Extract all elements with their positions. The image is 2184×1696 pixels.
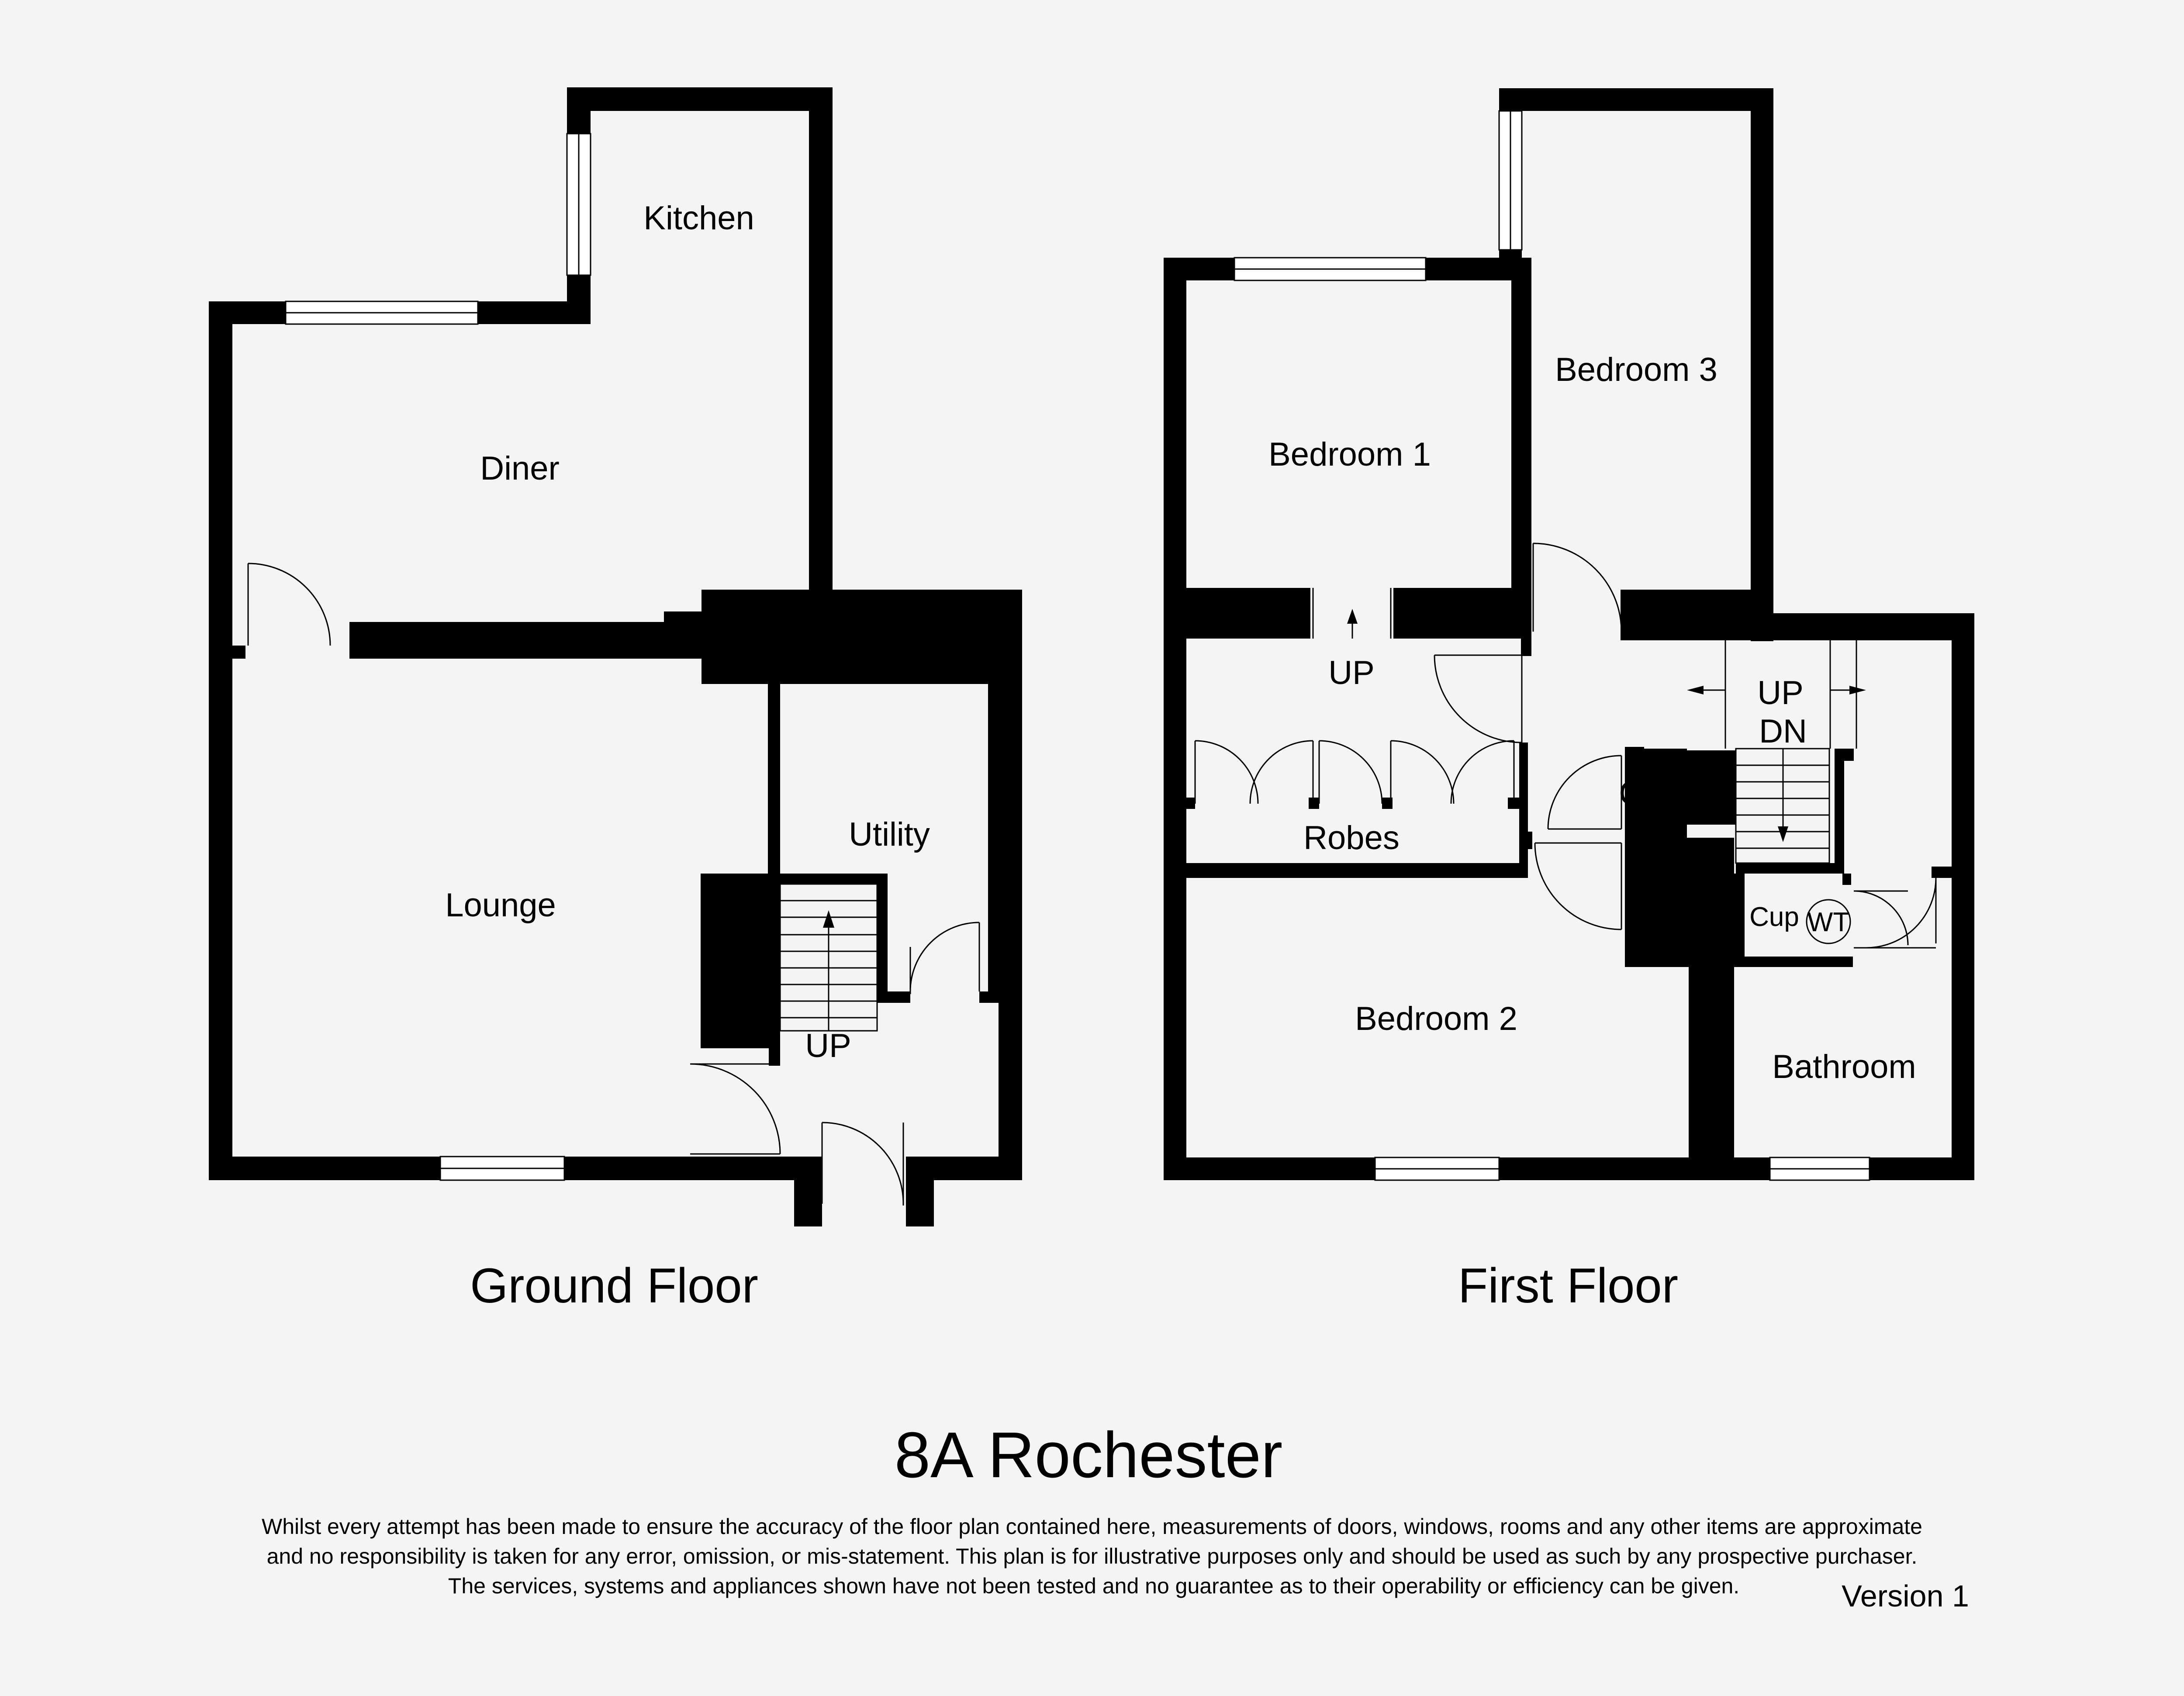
bedroom1-label: Bedroom 1 [1268, 436, 1431, 473]
wc-label: WT [1807, 907, 1849, 937]
property-name: 8A Rochester [895, 1419, 1283, 1491]
ground-floor-walls [209, 87, 1022, 1226]
bathroom-label: Bathroom [1772, 1048, 1916, 1085]
lounge-label: Lounge [445, 887, 556, 924]
ground-floor-title: Ground Floor [470, 1258, 758, 1313]
ground-floor-stairs [779, 883, 878, 1032]
disclaimer-line-3: The services, systems and appliances sho… [448, 1574, 1739, 1598]
landing-cupboard-label: Cup [1619, 775, 1679, 812]
version-label: Version 1 [1842, 1579, 1969, 1613]
first-floor-stairs [1687, 639, 1866, 864]
stairs-down-label: DN [1759, 713, 1807, 750]
ground-floor-windows [285, 133, 591, 1181]
first-floor-title: First Floor [1458, 1258, 1678, 1313]
bedroom3-label: Bedroom 3 [1555, 351, 1717, 388]
landing-up-arrow [1312, 588, 1392, 639]
footer: 8A Rochester Whilst every attempt has be… [262, 1419, 1969, 1613]
ground-floor-plan: Kitchen Diner Lounge Utility UP Ground F… [209, 87, 1022, 1313]
utility-label: Utility [849, 816, 930, 853]
disclaimer-line-1: Whilst every attempt has been made to en… [262, 1514, 1922, 1539]
ground-floor-doors [247, 563, 980, 1206]
landing-up-label: UP [1328, 654, 1375, 691]
first-floor-plan: WT Bedroom 1 Bedroom 3 Bedroom 2 Bathroo… [1164, 88, 1974, 1313]
first-floor-doors [1194, 542, 1937, 949]
diner-label: Diner [480, 450, 560, 487]
robes-door-posts [1186, 798, 1519, 809]
disclaimer-line-2: and no responsibility is taken for any e… [267, 1544, 1918, 1568]
robes-label: Robes [1303, 819, 1400, 857]
wc-cupboard-label: Cup [1749, 902, 1799, 932]
first-floor-windows [1234, 110, 1870, 1181]
wc-symbol: WT [1806, 899, 1851, 944]
stairs-up-label: UP [1757, 674, 1804, 712]
bedroom2-label: Bedroom 2 [1355, 1000, 1517, 1037]
ground-stairs-up-label: UP [805, 1027, 851, 1064]
kitchen-label: Kitchen [643, 200, 754, 237]
first-floor-walls [1164, 88, 1974, 1180]
